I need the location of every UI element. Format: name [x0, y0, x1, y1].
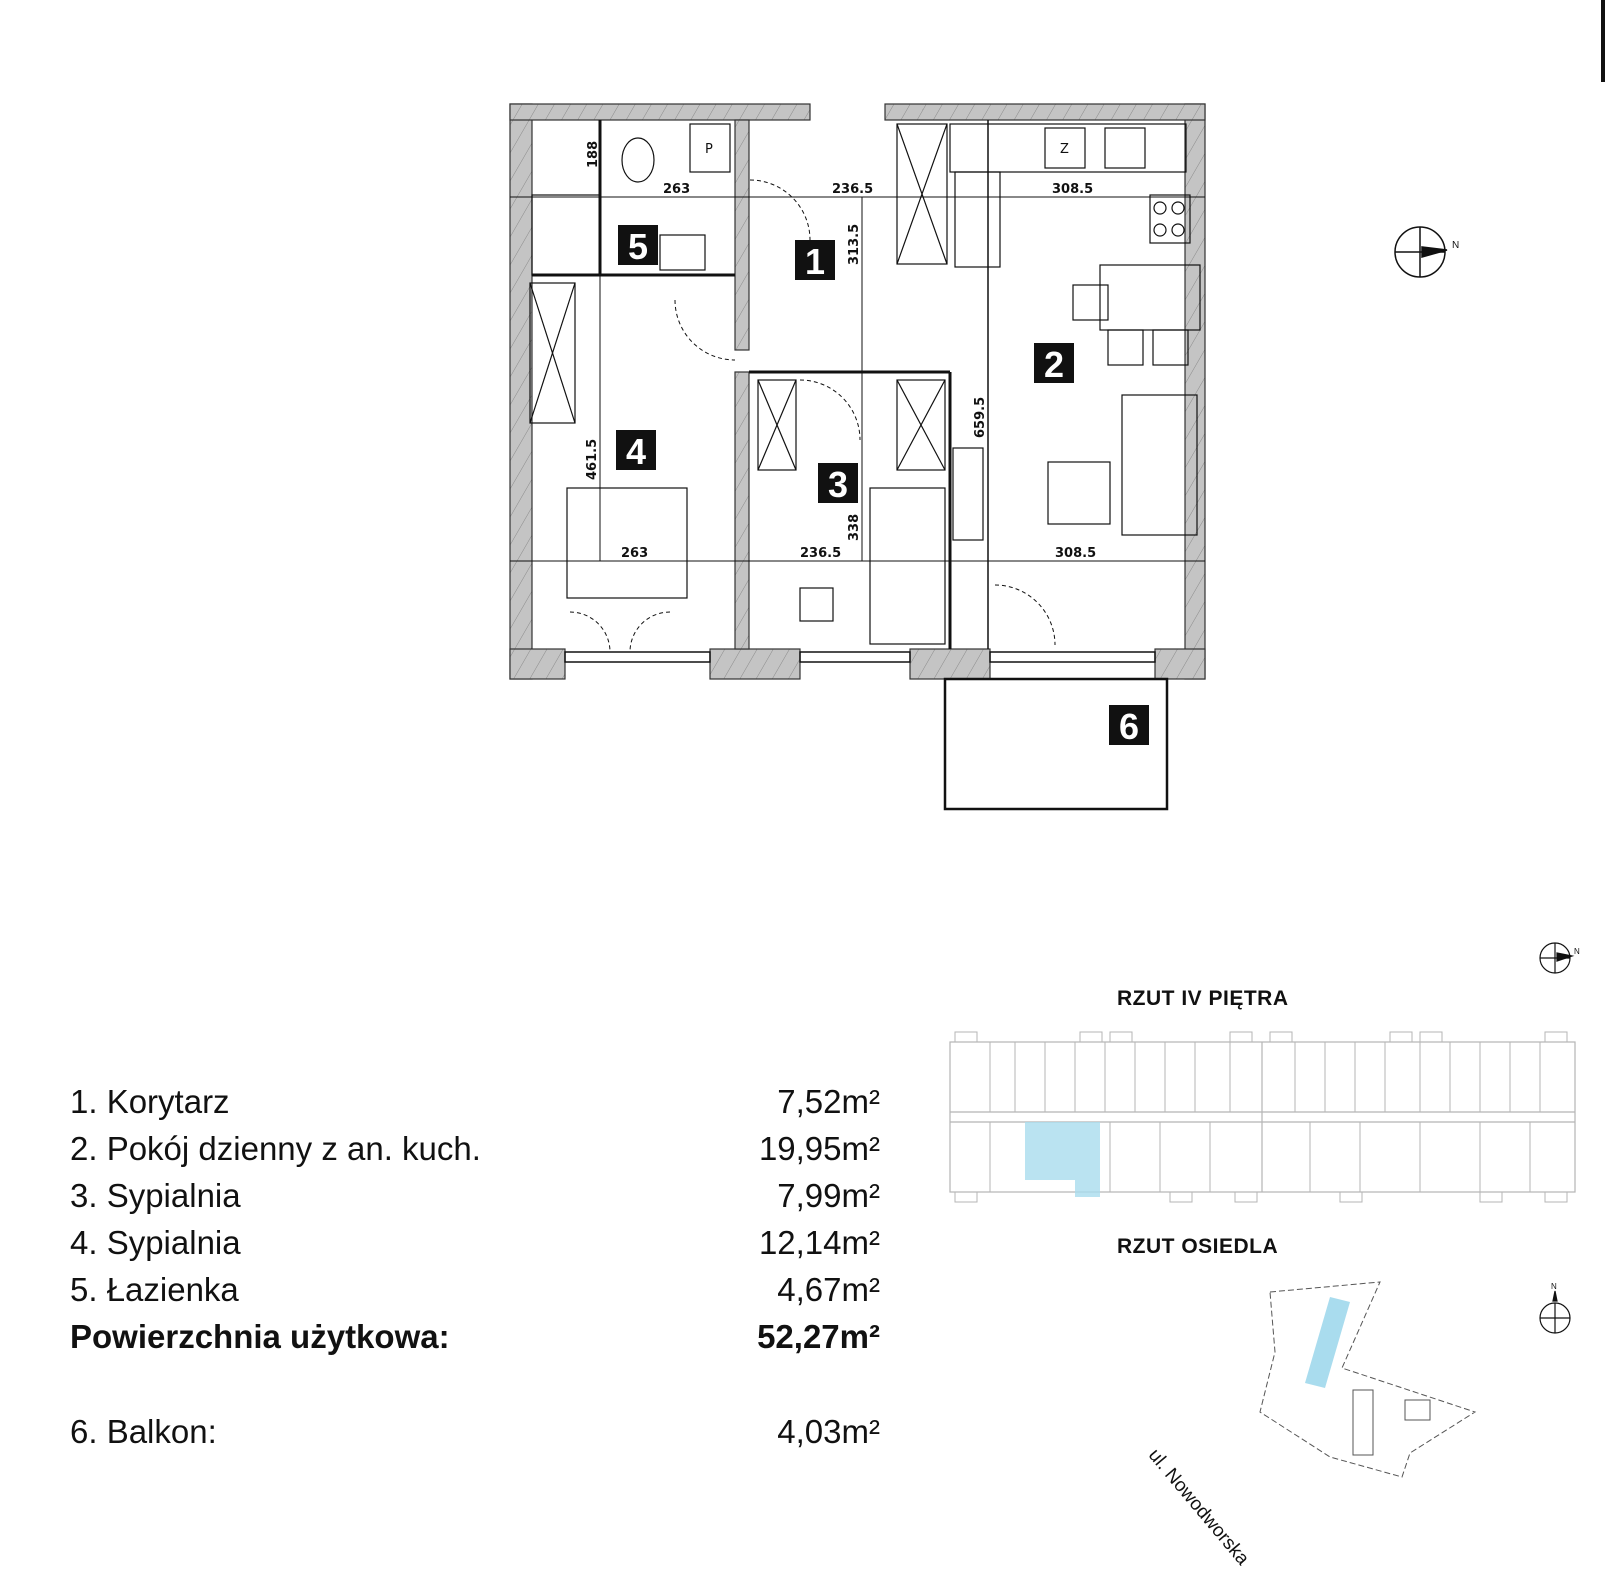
- balcony-row: 6. Balkon: 4,03m²: [70, 1410, 880, 1454]
- svg-text:N: N: [1574, 947, 1580, 956]
- floor-key-plan: [949, 1031, 1576, 1203]
- compass-icon: N: [1394, 226, 1459, 278]
- total-value: 52,27m²: [757, 1318, 880, 1355]
- svg-text:1: 1: [805, 241, 825, 282]
- legend-row: 3. Sypialnia 7,99m²: [70, 1174, 880, 1218]
- balcony-label: 6. Balkon:: [70, 1413, 217, 1450]
- windows: [564, 651, 1156, 663]
- dimension-label: 236.5: [800, 546, 841, 561]
- dimension-label: 263: [663, 182, 690, 197]
- room-badge: 1: [795, 240, 835, 282]
- svg-text:5: 5: [628, 226, 648, 267]
- balcony-outline: [943, 677, 1169, 811]
- estate-plan-title: RZUT OSIEDLA: [1117, 1235, 1279, 1258]
- room-area: 4,67m²: [777, 1271, 880, 1308]
- room-name: 5. Łazienka: [70, 1271, 239, 1308]
- appliance-label: P: [705, 142, 713, 157]
- total-area-row: Powierzchnia użytkowa: 52,27m²: [70, 1315, 880, 1359]
- apartment-floor-plan: [509, 103, 1206, 811]
- floor-plan-title: RZUT IV PIĘTRA: [1117, 987, 1289, 1010]
- dimension-label: 236.5: [832, 182, 873, 197]
- furniture: [529, 123, 1201, 645]
- legend-row: 2. Pokój dzienny z an. kuch. 19,95m²: [70, 1127, 880, 1171]
- svg-text:4: 4: [626, 431, 646, 472]
- balcony-area: 4,03m²: [777, 1413, 880, 1450]
- room-name: 1. Korytarz: [70, 1083, 230, 1120]
- svg-text:6: 6: [1119, 706, 1139, 747]
- svg-text:N: N: [1551, 1282, 1557, 1291]
- compass-icon: N: [1539, 1282, 1571, 1334]
- room-badge: 2: [1034, 343, 1074, 385]
- compass-icon: N: [1539, 942, 1580, 974]
- dimension-label: 659.5: [973, 397, 988, 438]
- dimension-label: 461.5: [585, 439, 600, 480]
- edge-mark: [1601, 0, 1605, 82]
- building-highlight: [1305, 1297, 1350, 1388]
- svg-text:3: 3: [828, 464, 848, 505]
- room-name: 4. Sypialnia: [70, 1224, 241, 1261]
- estate-site-plan: [1259, 1281, 1477, 1478]
- dimension-label: 308.5: [1052, 182, 1093, 197]
- room-badge: 4: [616, 430, 656, 472]
- room-badge: 5: [618, 225, 658, 267]
- room-badge: 3: [818, 463, 858, 505]
- room-name: 3. Sypialnia: [70, 1177, 241, 1214]
- legend-row: 4. Sypialnia 12,14m²: [70, 1221, 880, 1265]
- legend-row: 5. Łazienka 4,67m²: [70, 1268, 880, 1312]
- svg-text:N: N: [1452, 240, 1459, 251]
- room-name: 2. Pokój dzienny z an. kuch.: [70, 1130, 481, 1167]
- room-area: 12,14m²: [758, 1224, 880, 1261]
- dimension-label: 263: [621, 546, 648, 561]
- dimension-label: 313.5: [847, 224, 862, 265]
- room-badge: 6: [1109, 705, 1149, 747]
- room-area: 7,99m²: [777, 1177, 880, 1214]
- legend-row: 1. Korytarz 7,52m²: [70, 1080, 880, 1124]
- room-area: 19,95m²: [758, 1130, 880, 1167]
- dimension-label: 308.5: [1055, 546, 1096, 561]
- room-area: 7,52m²: [777, 1083, 880, 1120]
- exterior-walls: [509, 103, 1206, 680]
- dimension-lines: [510, 120, 1205, 562]
- appliance-label: Z: [1060, 142, 1069, 157]
- dimension-label: 338: [847, 514, 862, 541]
- dimension-label: 188: [586, 141, 601, 168]
- total-label: Powierzchnia użytkowa:: [70, 1318, 450, 1355]
- svg-text:2: 2: [1044, 344, 1064, 385]
- apartment-highlight: [1025, 1122, 1100, 1180]
- door-swings: [569, 179, 1056, 653]
- balcony-highlight: [1075, 1180, 1100, 1197]
